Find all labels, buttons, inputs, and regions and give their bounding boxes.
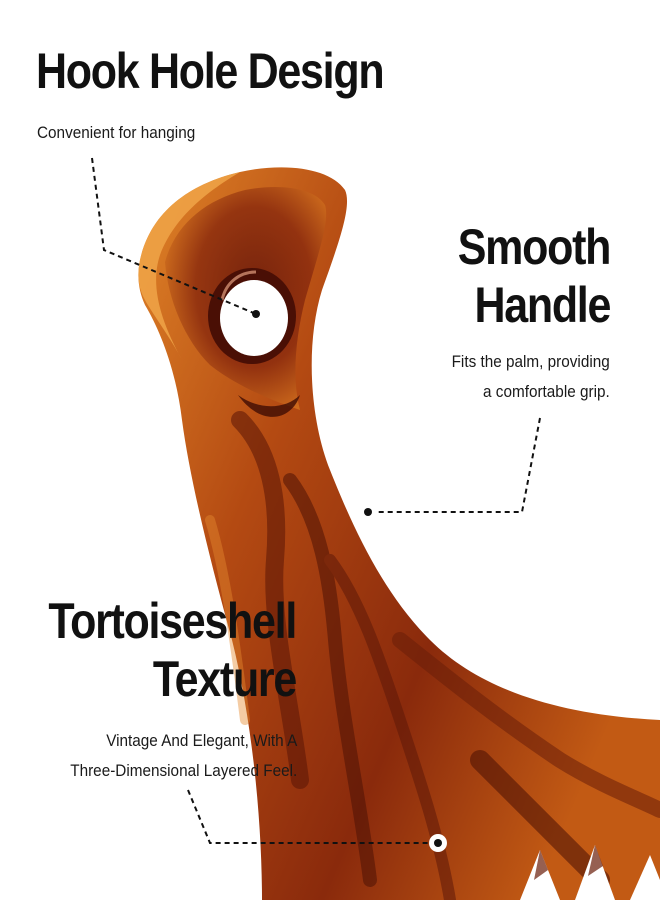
smooth-handle-title: Smooth Handle (457, 218, 612, 334)
tortoiseshell-texture-title-line-2: Texture (152, 651, 297, 707)
texture-marker (434, 839, 442, 847)
hook-hole-title: Hook Hole Design (36, 43, 385, 99)
tortoiseshell-texture-desc-line-2: Three-Dimensional Layered Feel. (69, 761, 297, 780)
tortoiseshell-pattern (205, 411, 660, 900)
smooth-handle-title-line-2: Handle (474, 277, 611, 333)
hook-hole (220, 280, 288, 356)
handle-leader-line (370, 417, 541, 513)
texture-leader-line (187, 789, 438, 844)
tortoiseshell-texture-desc: Vintage And Elegant, With A Three-Dimens… (70, 726, 297, 786)
tortoiseshell-texture-desc-line-1: Vintage And Elegant, With A (105, 731, 297, 750)
handle-marker (364, 508, 372, 516)
handle-rim-highlight (138, 172, 240, 360)
smooth-handle-title-line-1: Smooth (457, 219, 612, 275)
smooth-handle-desc: Fits the palm, providing a comfortable g… (452, 347, 610, 407)
smooth-handle-desc-line-2: a comfortable grip. (483, 382, 610, 401)
hook-hole-desc: Convenient for hanging (37, 123, 196, 142)
smooth-handle-desc-line-1: Fits the palm, providing (451, 352, 610, 371)
hole-shadow (238, 395, 300, 417)
comb-teeth-shadow (534, 845, 603, 880)
hook-leader-line (91, 157, 257, 315)
tortoiseshell-texture-title: Tortoiseshell Texture (48, 592, 297, 708)
hook-marker (252, 310, 260, 318)
tortoiseshell-texture-title-line-1: Tortoiseshell (48, 593, 297, 649)
